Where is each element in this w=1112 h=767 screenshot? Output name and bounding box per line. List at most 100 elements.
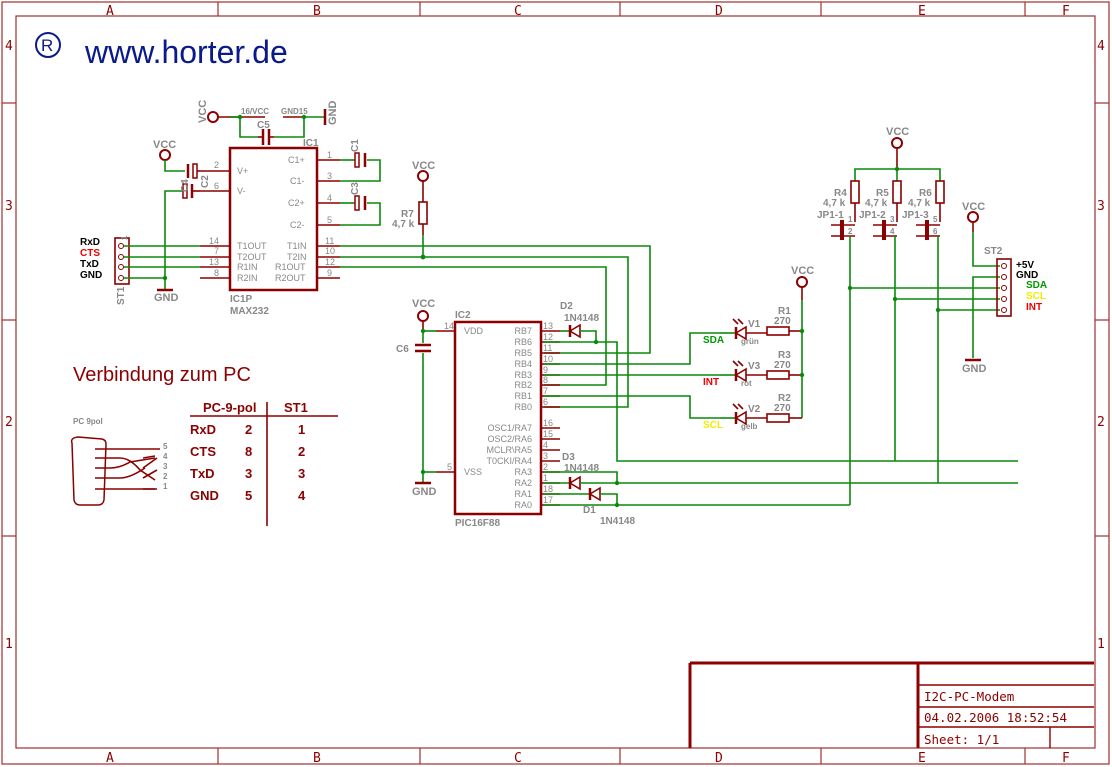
ic1-pin-name: R2OUT [275,273,306,283]
ic2-name: IC2 [455,310,471,321]
zone-col-f-bottom: F [1062,751,1070,766]
d2-type: 1N4148 [564,313,599,324]
r7-value: 4,7 k [392,219,415,230]
pullup-value: 4,7 k [908,198,931,209]
jumper-pin: 5 [933,215,938,224]
ic1-pin-num: 4 [327,193,332,203]
resistor-value: 270 [774,360,791,371]
ic2-pin-name: VDD [464,326,484,336]
c3-label: C3 [350,182,361,195]
ic2-pin-name: RB4 [514,359,532,369]
zone-col-e-top: E [918,4,926,19]
led-v1 [720,318,767,341]
zone-row-2-right: 2 [1097,415,1105,430]
ic2-pin-num: 10 [543,354,553,364]
led-color-label: grün [741,337,759,346]
vcc-label: VCC [962,201,985,213]
jumper-pin: 3 [890,215,895,224]
table-header-pc: PC-9-pol [203,400,256,415]
ic1-pin-name: R2IN [237,273,258,283]
table-cell-st1: 3 [298,466,305,481]
ic1-pin-name: T1OUT [237,241,267,251]
table-cell-pc: 3 [245,466,252,481]
led-color-label: gelb [741,422,758,431]
led-signal-label: INT [703,377,719,388]
table-cell-signal: GND [190,488,219,503]
st2-signal-5v: +5V [1016,260,1034,271]
ic1-pin-num: 11 [325,236,334,246]
zone-row-1-right: 1 [1097,637,1105,652]
table-cell-pc: 5 [245,488,252,503]
ic2-pin-name: RB7 [514,326,532,336]
ic2-pin-num: 7 [543,386,548,396]
zone-col-d-bottom: D [715,751,723,766]
zone-col-a-bottom: A [106,751,114,766]
st2-signal-scl: SCL [1026,291,1046,302]
ic1-pin-num: 6 [214,181,219,191]
c2-label: C2 [200,175,211,188]
st1-pins [118,243,124,281]
ic1-max232[interactable] [228,146,319,292]
ic1-vcc-pin: 16/VCC [241,107,269,116]
ic1-pin-num: 5 [327,215,332,225]
ic1-pin-num: 9 [327,268,332,278]
zone-col-a-top: A [106,4,114,19]
ic2-pin-num: 11 [543,343,552,353]
vcc-label: VCC [412,298,435,310]
ic1-pin-name: V- [237,186,246,196]
ic1-pin-num: 10 [325,246,335,256]
vcc-symbol [207,111,219,123]
zone-col-c-top: C [514,4,522,19]
gnd-label: GND [962,363,987,375]
resistor-r2 [766,413,790,423]
ic1-pin-num: 14 [209,236,219,246]
led-v3 [720,360,767,383]
jumper-name[interactable]: JP1-2 [859,210,886,221]
ic1-pin-num: 8 [214,268,219,278]
sheet-number: Sheet: 1/1 [924,732,999,747]
ic2-pin-num: 17 [543,495,553,505]
registered-icon [35,32,61,58]
table-cell-signal: RxD [190,422,216,437]
ic2-pin-name: RA0 [514,500,532,510]
brand-url[interactable]: www.horter.de [84,34,288,70]
st1-name: ST1 [116,286,127,305]
ic2-pin-num: 16 [543,418,553,428]
led-v2 [720,403,767,426]
ic2-pin-num: 14 [444,321,454,331]
registered-symbol: R [41,36,53,55]
resistor-value: 270 [774,403,791,414]
jumper-name[interactable]: JP1-1 [817,210,844,221]
resistor-r1 [766,326,790,336]
c4-label: C4 [180,179,191,192]
table-cell-pc: 8 [245,444,252,459]
zone-row-2-left: 2 [5,415,13,430]
st2-signal-sda: SDA [1026,280,1047,291]
jumper-name[interactable]: JP1-3 [902,210,929,221]
st2-pins [1001,263,1007,313]
date-time: 04.02.2006 18:52:54 [924,710,1067,725]
ic2-pin-num: 15 [543,429,553,439]
pc-connector-label: PC 9pol [73,417,103,426]
connector-st2 [996,258,1012,317]
gnd-label: GND [412,486,437,498]
ic2-pin-name: RB1 [514,391,532,401]
table-cell-pc: 2 [245,422,252,437]
ic2-pin-num: 3 [543,451,548,461]
ic2-pic16f88[interactable] [453,320,543,516]
zone-col-b-top: B [313,4,321,19]
ic2-pin-num: 5 [447,462,452,472]
ic1-pin-name: V+ [237,166,248,176]
db9-out-pin: 3 [163,462,168,471]
led-signal-label: SCL [703,420,723,431]
ic1-pin-name: C1- [290,176,305,186]
vcc-label: VCC [791,265,814,277]
capacitor-c3 [354,195,360,211]
d1-name: D1 [583,505,596,516]
gnd-label: GND [154,292,179,304]
ic1-pin-name: R1OUT [275,262,306,272]
d2-name: D2 [560,301,573,312]
capacitor-c4 [182,183,188,199]
